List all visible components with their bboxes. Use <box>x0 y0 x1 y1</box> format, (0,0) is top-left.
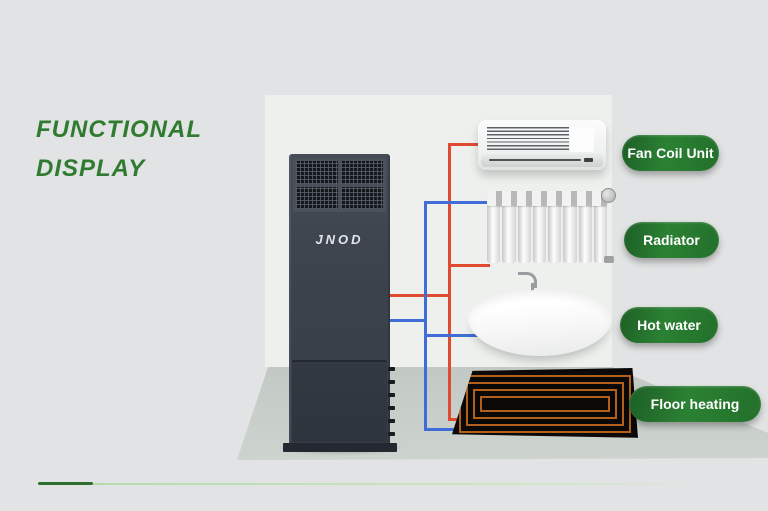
radiator-valve <box>601 188 616 203</box>
radiator-fin <box>548 191 562 263</box>
radiator-drain <box>604 256 614 263</box>
label-floor-heating-text: Floor heating <box>650 396 740 412</box>
bottom-accent-line-dark <box>38 482 93 485</box>
radiator-image <box>487 188 616 263</box>
grille-cell <box>341 186 383 209</box>
hot-pipe-to-fan-coil <box>448 143 481 146</box>
headline-line-2: DISPLAY <box>36 155 146 182</box>
label-hot-water-text: Hot water <box>637 317 701 333</box>
bathtub-body <box>468 290 612 356</box>
heating-coil-ring <box>473 389 617 419</box>
hot-pipe-main-vertical <box>448 143 451 421</box>
label-pill-fan-coil-unit: Fan Coil Unit <box>622 135 719 171</box>
headline: FUNCTIONAL DISPLAY <box>36 110 202 188</box>
heating-coil-ring <box>459 375 631 433</box>
bottom-accent-line-light <box>93 483 705 485</box>
grille-cell <box>341 161 383 184</box>
radiator-fin <box>502 191 516 263</box>
cold-pipe-from-unit <box>388 319 427 322</box>
unit-service-panel <box>292 360 387 442</box>
radiator-fin <box>532 191 546 263</box>
fan-coil-louvers <box>487 127 569 152</box>
label-pill-hot-water: Hot water <box>620 307 718 343</box>
radiator-header <box>487 191 607 206</box>
unit-base <box>283 443 397 452</box>
heat-pump-unit: JNOD <box>289 154 390 448</box>
fan-coil-unit-image <box>478 120 606 170</box>
grille-cell <box>296 186 338 209</box>
radiator-fin <box>593 191 607 263</box>
label-pill-floor-heating: Floor heating <box>629 386 761 422</box>
unit-side-connectors <box>388 367 395 436</box>
label-radiator-text: Radiator <box>643 232 700 248</box>
headline-line-1: FUNCTIONAL <box>36 116 202 143</box>
faucet-stem <box>531 283 534 295</box>
cold-pipe-main-vertical <box>424 201 427 431</box>
faucet-spout <box>518 272 537 288</box>
unit-air-grille <box>293 158 386 212</box>
fan-coil-indicator <box>584 158 593 162</box>
floor-heating-mat <box>452 368 638 438</box>
cold-pipe-to-bathtub <box>424 334 479 337</box>
radiator-fin <box>487 191 501 263</box>
label-pill-radiator: Radiator <box>624 222 719 258</box>
cold-pipe-to-radiator <box>424 201 490 204</box>
fan-coil-side-panel <box>570 127 594 152</box>
fan-coil-bottom-flap <box>481 154 603 167</box>
radiator-fin <box>517 191 531 263</box>
heating-coil-ring <box>480 396 610 412</box>
radiator-fin <box>578 191 592 263</box>
fan-coil-air-slot <box>489 159 581 161</box>
heating-coil-ring <box>466 382 624 426</box>
cold-pipe-to-floor-heating <box>424 428 473 431</box>
radiator-fin <box>563 191 577 263</box>
unit-brand-logo: JNOD <box>315 232 364 247</box>
hot-pipe-to-radiator <box>448 264 490 267</box>
grille-cell <box>296 161 338 184</box>
bathtub-image <box>468 270 612 358</box>
label-fan-coil-unit-text: Fan Coil Unit <box>627 145 714 161</box>
hot-pipe-from-unit <box>388 294 451 297</box>
